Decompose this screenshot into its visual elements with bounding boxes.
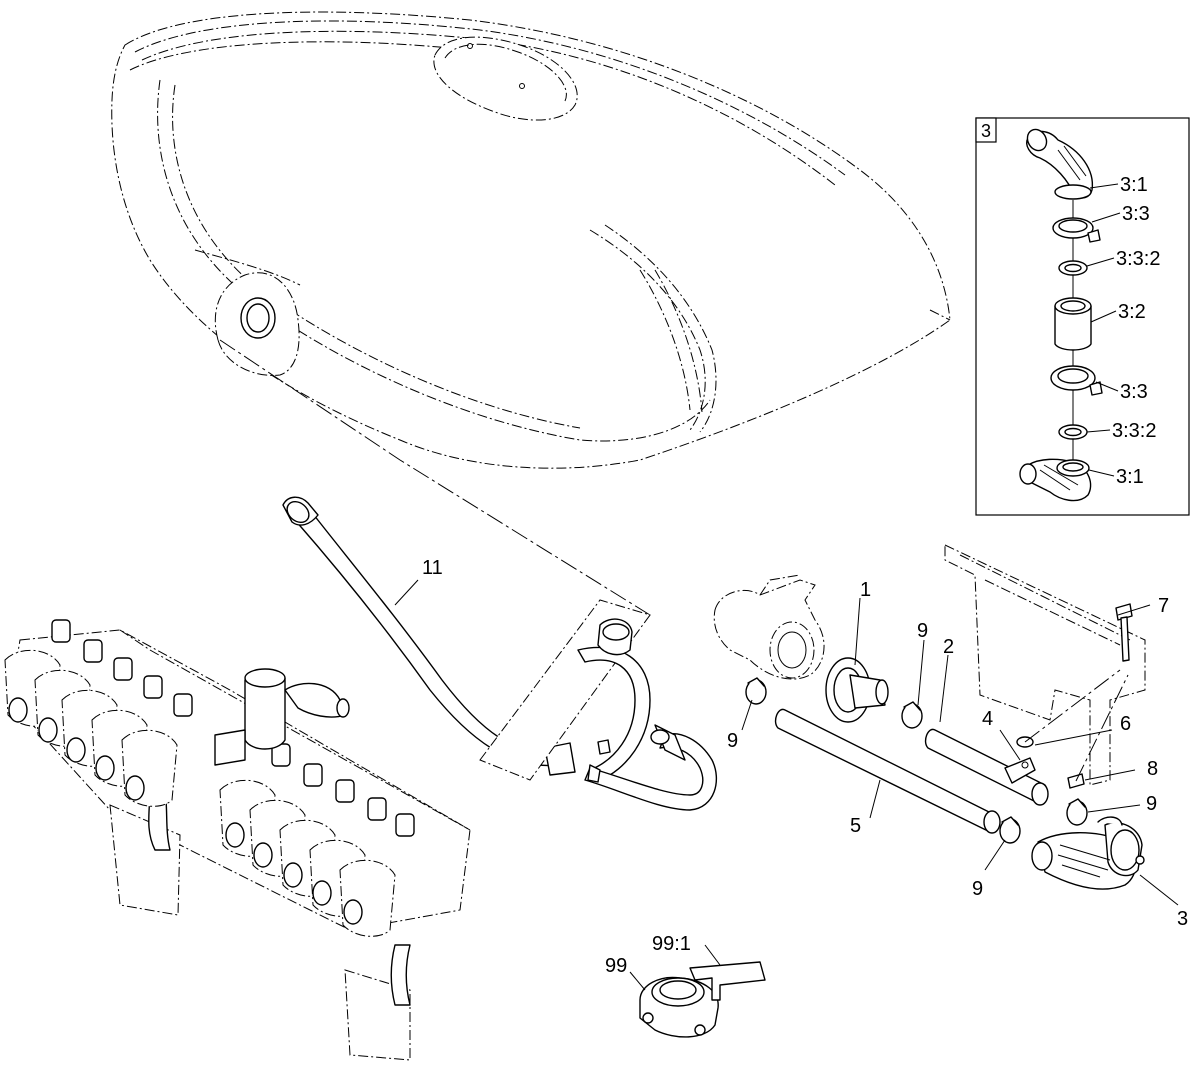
inset-tag-box [975,117,997,143]
hose-2 [924,728,1049,806]
inset-ring-top [1058,260,1088,276]
callout-2: 2 [943,636,954,658]
ball-valve-assembly [713,574,825,680]
tank-outline [111,11,951,469]
clamp-4 [1004,757,1036,784]
inset-elbow-bottom [1019,458,1092,502]
inset-label-3-1-top: 3:1 [1120,174,1148,196]
inset-sleeve [1054,297,1092,351]
callout-99: 99 [605,955,627,977]
callout-9-left: 9 [727,730,738,752]
inset-label-3-3-bottom: 3:3 [1120,381,1148,403]
inset-label-3-3-2-top: 3:3:2 [1116,248,1160,270]
mounting-bracket [944,544,1146,786]
inset-ring-bottom [1058,424,1088,440]
inset-label-3-1-bottom: 3:1 [1116,466,1144,488]
callout-7: 7 [1158,595,1169,617]
callout-1: 1 [860,579,871,601]
inset-elbow-top [1026,128,1094,200]
coupling-1 [825,657,889,723]
inset-detail-3: 3 [975,117,1190,516]
hose-5 [774,708,1001,834]
filter-99 [639,976,719,1038]
callout-11: 11 [422,557,443,579]
inset-leaders [1086,183,1121,477]
callout-5: 5 [850,815,861,837]
inset-tag: 3 [981,121,991,141]
hose-clamps-9 [745,677,1088,844]
inset-label-3-3-top: 3:3 [1122,203,1150,225]
bracket-99-1 [689,961,766,1001]
lower-valve-row [219,743,415,937]
tank-connection-line [219,339,651,616]
callout-9-right: 9 [1146,793,1157,815]
inset-clamp-bottom [1050,365,1103,396]
callout-9-top: 9 [917,620,928,642]
inset-clamp-top [1052,217,1101,243]
upper-valve-row [4,619,193,807]
callout-6: 6 [1120,713,1131,735]
valve-manifold [4,619,471,1061]
callout-4: 4 [982,708,993,730]
leader-lines [394,579,1179,991]
callout-8: 8 [1147,758,1158,780]
callout-3: 3 [1177,908,1188,930]
callout-labels: 11 1 9 2 7 4 6 9 8 9 5 9 3 99:1 99 [422,557,1188,977]
callout-99-1: 99:1 [652,933,691,955]
bolt-7 [1115,603,1133,662]
hose-11 [282,496,576,776]
callout-9-bottom: 9 [972,878,983,900]
inset-label-3-3-2-bottom: 3:3:2 [1112,420,1156,442]
inset-label-3-2: 3:2 [1118,301,1146,323]
manifold-hose-assembly [479,599,717,811]
elbow-coupling-3 [1031,816,1145,890]
